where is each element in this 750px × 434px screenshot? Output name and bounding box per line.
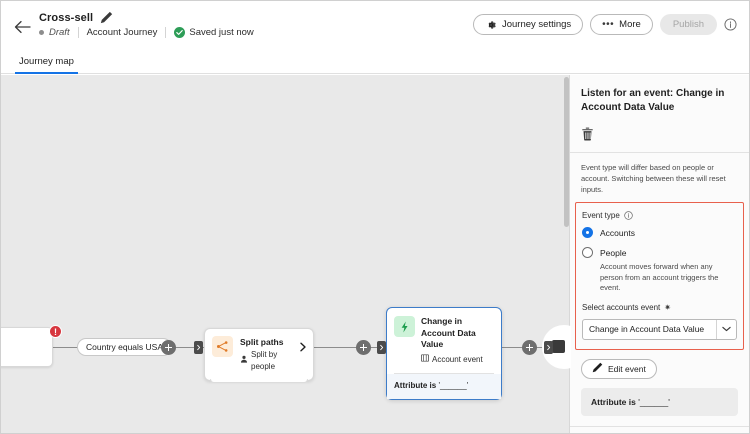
app-header: Cross-sell Draft Account Journey (1, 1, 749, 48)
split-paths-icon (212, 336, 233, 357)
publish-label: Publish (672, 19, 704, 30)
check-circle-icon (174, 27, 186, 38)
tab-bar: Journey map (1, 48, 749, 74)
panel-title: Listen for an event: Change in Account D… (581, 88, 725, 113)
event-node-footer-label: Attribute is (394, 380, 437, 390)
lightning-bolt-icon (394, 316, 415, 337)
panel-divider-1 (570, 152, 749, 153)
ellipsis-icon: ••• (602, 18, 615, 30)
event-node-footer-value: '______' (438, 380, 469, 390)
radio-people-help: Account moves forward when any person fr… (600, 262, 719, 292)
journey-type-label: Account Journey (86, 27, 158, 38)
pencil-icon (592, 362, 603, 375)
node-collapse-handle-1[interactable] (194, 341, 203, 354)
radio-people-indicator (582, 247, 593, 258)
event-node-header: Change in Account Data Value Account eve… (387, 308, 501, 373)
radio-people-label: People (600, 247, 627, 258)
person-icon (240, 355, 248, 367)
event-node-title: Change in Account Data Value (421, 316, 476, 349)
event-node-subtitle: Account event (432, 354, 483, 364)
back-arrow-icon[interactable] (11, 16, 33, 38)
attribute-card-value: '______' (638, 396, 670, 407)
journey-meta-row: Draft Account Journey Saved just now (39, 27, 254, 38)
split-node-subtitle-row: Split by people (240, 349, 292, 373)
partial-node-line2: accounts (1, 347, 45, 359)
panel-header: Listen for an event: Change in Account D… (570, 75, 749, 143)
event-node-divider (394, 372, 494, 374)
node-collapse-handle-2[interactable] (377, 341, 386, 354)
edit-event-label: Edit event (608, 363, 646, 374)
info-circle-icon[interactable] (724, 18, 737, 31)
select-accounts-event-value: Change in Account Data Value (589, 324, 705, 334)
event-type-label-row: Event type (582, 211, 737, 220)
edit-title-pencil-icon[interactable] (100, 11, 113, 24)
split-node-text: Split paths Split by people (240, 336, 292, 373)
partial-node-line1: f (1, 336, 45, 347)
chevron-down-icon (716, 319, 736, 339)
select-accounts-event-label: Select accounts event (582, 302, 661, 312)
attribute-card-label: Attribute is (591, 396, 636, 407)
tab-journey-map[interactable]: Journey map (15, 56, 78, 74)
node-error-badge[interactable]: ! (49, 325, 62, 338)
radio-people[interactable]: People (582, 247, 737, 258)
split-node-row: Split paths Split by people (212, 336, 307, 373)
gear-icon (485, 19, 497, 31)
canvas-scrollbar[interactable] (563, 75, 570, 433)
status-badge: Draft (49, 27, 70, 38)
account-event-icon (421, 353, 429, 366)
node-collapse-handle-3[interactable] (544, 341, 553, 354)
header-actions: Journey settings ••• More Publish (472, 10, 737, 35)
event-properties-panel: Listen for an event: Change in Account D… (569, 75, 749, 433)
journey-canvas[interactable]: f accounts ! Country equals USA (1, 75, 571, 433)
saved-label: Saved just now (189, 27, 254, 38)
edit-event-button[interactable]: Edit event (581, 358, 657, 379)
panel-body: Edit event Attribute is '______' (570, 350, 749, 416)
select-accounts-event-dropdown[interactable]: Change in Account Data Value (582, 318, 737, 340)
radio-accounts[interactable]: Accounts (582, 227, 737, 238)
trash-icon[interactable] (581, 125, 599, 143)
meta-divider-2 (165, 27, 167, 38)
saved-status: Saved just now (174, 27, 254, 38)
publish-button[interactable]: Publish (659, 14, 717, 35)
journey-settings-button[interactable]: Journey settings (472, 14, 584, 35)
radio-accounts-indicator (582, 227, 593, 238)
select-accounts-event-label-row: Select accounts event ✷ (582, 303, 737, 312)
journey-end-icon[interactable] (552, 340, 565, 353)
chevron-right-icon[interactable] (299, 339, 307, 357)
add-step-button-3[interactable] (522, 340, 537, 355)
timeout-row: Timeout (570, 427, 749, 434)
info-circle-icon[interactable] (624, 211, 633, 220)
status-dot-icon (39, 30, 44, 35)
panel-note: Event type will differ based on people o… (581, 163, 726, 194)
journey-title-block: Cross-sell Draft Account Journey (39, 10, 254, 38)
event-node-text: Change in Account Data Value Account eve… (421, 316, 494, 366)
journey-node-partial[interactable]: f accounts (1, 327, 53, 367)
journey-node-split-paths[interactable]: Split paths Split by people (204, 328, 314, 383)
split-node-title: Split paths (240, 337, 284, 347)
more-button[interactable]: ••• More (590, 14, 653, 35)
journey-settings-label: Journey settings (501, 19, 572, 30)
attribute-condition-card[interactable]: Attribute is '______' (581, 387, 738, 416)
event-node-subtitle-row: Account event (421, 353, 494, 366)
event-node-footer: Attribute is '______' (387, 373, 501, 399)
condition-pill[interactable]: Country equals USA (77, 338, 173, 356)
title-row: Cross-sell (39, 11, 254, 24)
event-type-label: Event type (582, 211, 620, 220)
required-marker: ✷ (664, 302, 671, 312)
page-title: Cross-sell (39, 11, 94, 24)
radio-accounts-label: Accounts (600, 227, 635, 238)
add-step-button-2[interactable] (356, 340, 371, 355)
split-node-subtitle: Split by people (251, 350, 278, 371)
add-step-button-1[interactable] (161, 340, 176, 355)
more-label: More (619, 19, 641, 30)
panel-divider-2 (570, 425, 749, 427)
journey-node-change-in-account-data-value[interactable]: Change in Account Data Value Account eve… (386, 307, 502, 400)
event-type-highlight-region: Event type Accounts People Account moves… (575, 202, 744, 350)
meta-divider-1 (77, 27, 79, 38)
